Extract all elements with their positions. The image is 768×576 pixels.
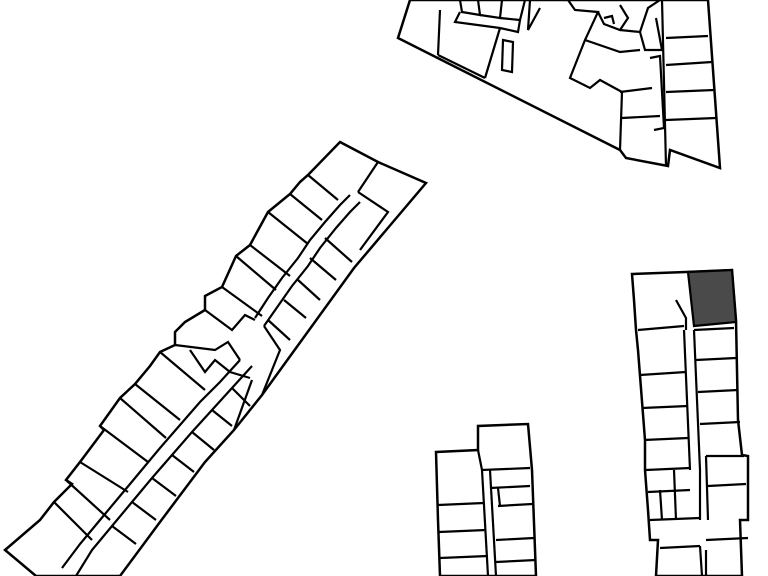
selected-unit[interactable] (686, 268, 738, 328)
building-diagonal[interactable] (3, 140, 429, 576)
building-south[interactable] (434, 422, 538, 576)
building-north[interactable] (396, 0, 722, 170)
building-east[interactable] (630, 268, 750, 576)
